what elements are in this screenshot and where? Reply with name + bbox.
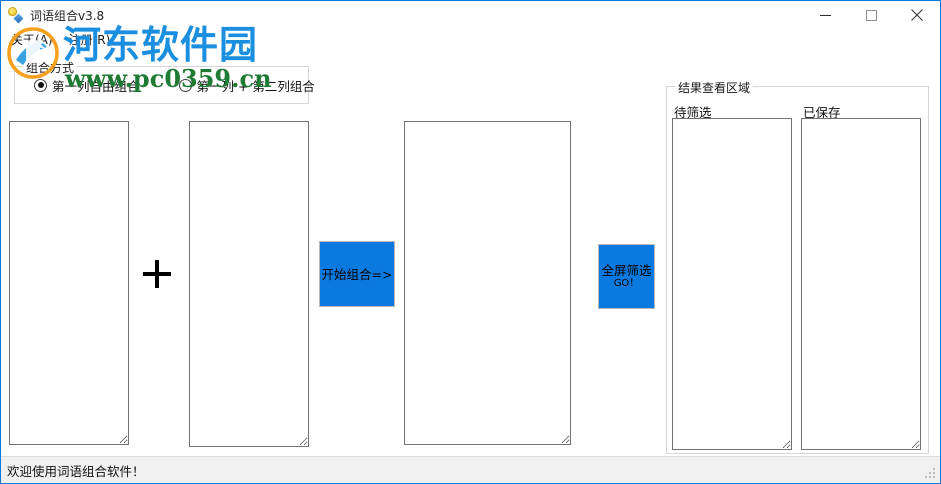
- start-combine-button[interactable]: 开始组合=>: [319, 241, 395, 307]
- combination-result-output[interactable]: [404, 121, 571, 445]
- fullscreen-filter-sublabel: GO！: [613, 278, 640, 289]
- radio-first-plus-second-column-label: 第一列 + 第二列组合: [196, 78, 315, 94]
- status-bar: 欢迎使用词语组合软件！: [1, 456, 940, 483]
- fullscreen-filter-button[interactable]: 全屏筛选 GO！: [598, 244, 655, 309]
- radio-first-column-free[interactable]: 第一列自由组合: [34, 76, 140, 95]
- close-icon: [911, 9, 923, 21]
- combination-mode-group: 组合方式 第一列自由组合 第一列 + 第二列组合: [14, 59, 315, 104]
- start-combine-label: 开始组合=>: [321, 266, 393, 282]
- maximize-icon: [865, 9, 877, 21]
- menu-register[interactable]: 注册(R): [68, 33, 111, 47]
- maximize-button[interactable]: [848, 1, 894, 29]
- status-message: 欢迎使用词语组合软件！: [7, 463, 145, 479]
- fullscreen-filter-label: 全屏筛选: [601, 263, 652, 278]
- pending-list-label: 待筛选: [674, 105, 712, 120]
- title-bar: 词语组合v3.8: [1, 1, 940, 29]
- close-button[interactable]: [894, 1, 940, 29]
- lightbulb-icon: [6, 6, 24, 24]
- saved-list-label: 已保存: [803, 105, 841, 120]
- result-view-group: 结果查看区域: [666, 79, 929, 454]
- menu-bar: 关于(A) 注册(R): [1, 29, 940, 50]
- window-controls: [802, 1, 940, 29]
- result-view-legend: 结果查看区域: [675, 79, 754, 96]
- saved-list-box[interactable]: [801, 118, 921, 450]
- window-title: 词语组合v3.8: [30, 8, 105, 23]
- radio-first-plus-second-column[interactable]: 第一列 + 第二列组合: [178, 76, 315, 95]
- column2-input[interactable]: [189, 121, 309, 447]
- radio-first-column-free-label: 第一列自由组合: [52, 78, 140, 94]
- combination-mode-options: 第一列自由组合 第一列 + 第二列组合: [15, 67, 315, 103]
- resize-grip[interactable]: [924, 467, 937, 480]
- plus-operator-icon: [143, 260, 171, 288]
- menu-about[interactable]: 关于(A): [11, 33, 53, 47]
- radio-dot-icon: [34, 78, 47, 92]
- pending-list-box[interactable]: [672, 118, 792, 450]
- radio-dot-icon: [178, 78, 192, 92]
- column1-input[interactable]: [9, 121, 129, 445]
- minimize-button[interactable]: [802, 1, 848, 29]
- minimize-icon: [819, 14, 831, 16]
